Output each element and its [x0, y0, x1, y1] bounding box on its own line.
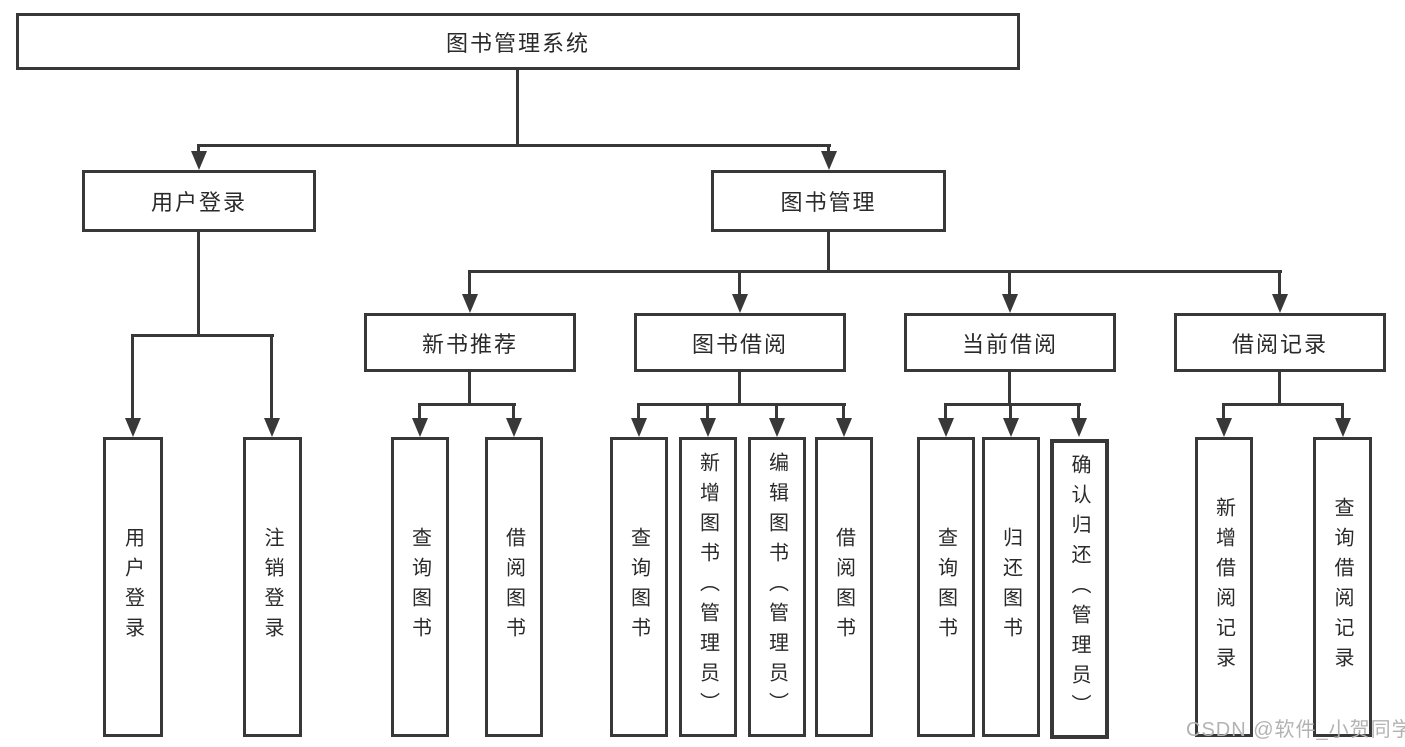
arrow-down-icon: [462, 294, 478, 313]
node-library-management-system: 图书管理系统: [16, 13, 1020, 70]
leaf-nbr-query-books: 查询图书: [391, 437, 449, 737]
leaf-cb-confirm-return-admin: 确认归还（管理员）: [1050, 439, 1109, 739]
connector-line: [637, 403, 846, 406]
node-label: 新书推荐: [421, 331, 518, 357]
arrow-down-icon: [631, 418, 647, 437]
node-book-borrowing: 图书借阅: [634, 313, 846, 372]
connector-line: [131, 334, 134, 422]
leaf-cb-return-books: 归还图书: [982, 437, 1040, 737]
node-label: 查询图书: [627, 527, 650, 647]
connector-line: [1009, 403, 1012, 421]
connector-line: [1278, 372, 1281, 405]
connector-line: [944, 403, 1081, 406]
connector-line: [1222, 403, 1344, 406]
node-label: 图书管理系统: [445, 30, 590, 56]
arrow-down-icon: [1216, 418, 1232, 437]
arrow-down-icon: [412, 418, 428, 437]
arrow-down-icon: [1003, 418, 1019, 437]
leaf-bb-query-books: 查询图书: [610, 437, 668, 737]
connector-line: [827, 232, 830, 272]
leaf-br-add-borrow-record: 新增借阅记录: [1195, 437, 1253, 737]
connector-line: [738, 270, 741, 297]
connector-line: [468, 270, 471, 297]
node-label: 查询图书: [934, 527, 957, 647]
connector-line: [827, 144, 830, 154]
connector-line: [516, 70, 519, 145]
arrow-down-icon: [125, 418, 141, 437]
node-label: 用户登录: [150, 190, 247, 215]
arrow-down-icon: [700, 418, 716, 437]
connector-line: [1222, 403, 1225, 421]
leaf-user-login: 用户登录: [103, 437, 163, 737]
connector-line: [131, 334, 274, 337]
node-label: 用户登录: [121, 527, 144, 647]
connector-line: [1278, 270, 1281, 297]
node-label: 新增借阅记录: [1212, 497, 1235, 677]
node-label: 新增图书（管理员）: [696, 452, 719, 722]
leaf-logout: 注销登录: [243, 437, 302, 737]
connector-line: [706, 403, 709, 421]
arrow-down-icon: [821, 151, 837, 170]
node-book-management: 图书管理: [711, 170, 946, 232]
connector-line: [418, 403, 516, 406]
connector-line: [738, 372, 741, 405]
connector-line: [1077, 403, 1080, 421]
node-label: 确认归还（管理员）: [1068, 454, 1090, 724]
connector-line: [842, 403, 845, 421]
connector-line: [1341, 403, 1344, 421]
connector-line: [637, 403, 640, 421]
connector-line: [1008, 270, 1011, 297]
node-new-book-recommendation: 新书推荐: [364, 313, 576, 372]
arrow-down-icon: [506, 418, 522, 437]
node-label: 图书管理: [780, 190, 877, 215]
arrow-down-icon: [1071, 418, 1087, 437]
connector-line: [197, 144, 831, 147]
connector-line: [468, 270, 1282, 273]
arrow-down-icon: [191, 151, 207, 170]
connector-line: [944, 403, 947, 421]
arrow-down-icon: [836, 418, 852, 437]
connector-line: [775, 403, 778, 421]
node-label: 借阅记录: [1231, 331, 1328, 357]
leaf-bb-borrow-books: 借阅图书: [815, 437, 873, 737]
node-label: 借阅图书: [832, 527, 855, 647]
leaf-bb-edit-books-admin: 编辑图书（管理员）: [748, 437, 806, 737]
node-label: 编辑图书（管理员）: [765, 452, 788, 722]
node-label: 借阅图书: [502, 527, 525, 647]
connector-line: [197, 144, 200, 154]
connector-line: [1008, 372, 1011, 405]
node-label: 注销登录: [261, 527, 283, 647]
node-label: 查询借阅记录: [1331, 497, 1353, 677]
node-label: 归还图书: [999, 527, 1022, 647]
arrow-down-icon: [1272, 294, 1288, 313]
watermark: CSDN @软件_小贺同学: [1186, 719, 1405, 741]
leaf-br-query-borrow-record: 查询借阅记录: [1313, 437, 1372, 737]
connector-line: [197, 232, 200, 336]
arrow-down-icon: [769, 418, 785, 437]
connector-line: [418, 403, 421, 421]
arrow-down-icon: [264, 418, 280, 437]
leaf-bb-add-books-admin: 新增图书（管理员）: [679, 437, 737, 737]
arrow-down-icon: [938, 418, 954, 437]
leaf-cb-query-books: 查询图书: [917, 437, 975, 737]
node-label: 当前借阅: [961, 331, 1058, 357]
arrow-down-icon: [1002, 294, 1018, 313]
node-user-login: 用户登录: [82, 170, 316, 232]
leaf-nbr-borrow-books: 借阅图书: [485, 437, 543, 737]
node-borrowing-records: 借阅记录: [1174, 313, 1386, 372]
arrow-down-icon: [732, 294, 748, 313]
arrow-down-icon: [1335, 418, 1351, 437]
connector-line: [270, 334, 273, 422]
connector-line: [512, 403, 515, 421]
connector-line: [468, 372, 471, 405]
node-label: 查询图书: [408, 527, 431, 647]
node-label: 图书借阅: [691, 331, 788, 357]
node-current-borrowing: 当前借阅: [904, 313, 1116, 372]
